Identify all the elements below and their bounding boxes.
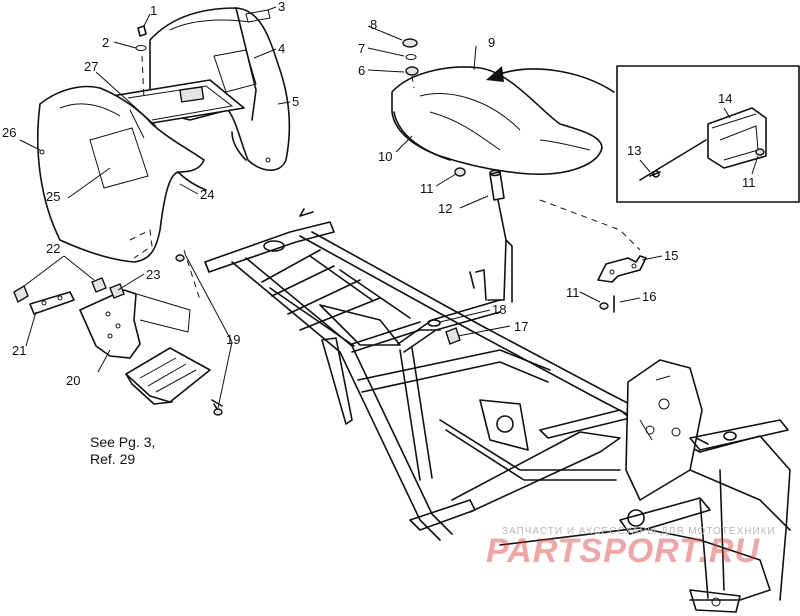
latch-detail-inset — [616, 65, 800, 203]
frame-assembly — [204, 208, 791, 613]
seat-assembly — [391, 38, 641, 353]
callout-25: 25 — [46, 189, 61, 204]
callout-24: 24 — [200, 187, 215, 202]
callout-3: 3 — [278, 0, 286, 14]
mud-flap-assembly — [13, 277, 223, 416]
callout-8: 8 — [370, 17, 378, 32]
callout-19: 19 — [226, 332, 241, 347]
callout-13: 13 — [627, 143, 642, 158]
callout-22: 22 — [46, 241, 61, 256]
callout-1: 1 — [150, 3, 158, 18]
front-fender — [36, 85, 207, 301]
callout-6: 6 — [358, 63, 366, 78]
watermark-caption: ЗАПЧАСТИ И АКСЕССУАРЫ ДЛЯ МОТОТЕХНИКИ — [502, 526, 776, 537]
leader-lines — [19, 6, 759, 409]
reference-note-line-2: Ref. 29 — [90, 451, 136, 467]
callout-11-inset: 11 — [742, 175, 756, 190]
callout-12: 12 — [438, 201, 453, 216]
reference-note-line-1: See Pg. 3, — [90, 434, 156, 450]
watermark-brand: PARTSPORT.RU — [486, 532, 760, 570]
callout-18: 18 — [492, 302, 507, 317]
seat-bracket — [597, 255, 647, 313]
callout-14: 14 — [718, 91, 733, 106]
callout-11-seat: 11 — [420, 181, 434, 196]
reference-note: See Pg. 3, Ref. 29 — [90, 434, 155, 468]
callout-26: 26 — [2, 125, 17, 140]
callout-27: 27 — [84, 59, 99, 74]
callout-9: 9 — [488, 35, 496, 50]
callout-11-bracket: 11 — [566, 285, 580, 300]
callout-10: 10 — [378, 149, 393, 164]
callout-2: 2 — [102, 35, 110, 50]
callout-16: 16 — [642, 289, 657, 304]
callout-21: 21 — [12, 343, 27, 358]
rear-fender — [111, 7, 291, 171]
callout-20: 20 — [66, 373, 81, 388]
callout-23: 23 — [146, 267, 161, 282]
callout-15: 15 — [664, 248, 679, 263]
callout-4: 4 — [278, 41, 286, 56]
callout-17: 17 — [514, 319, 529, 334]
callout-7: 7 — [358, 41, 366, 56]
callout-5: 5 — [292, 94, 300, 109]
